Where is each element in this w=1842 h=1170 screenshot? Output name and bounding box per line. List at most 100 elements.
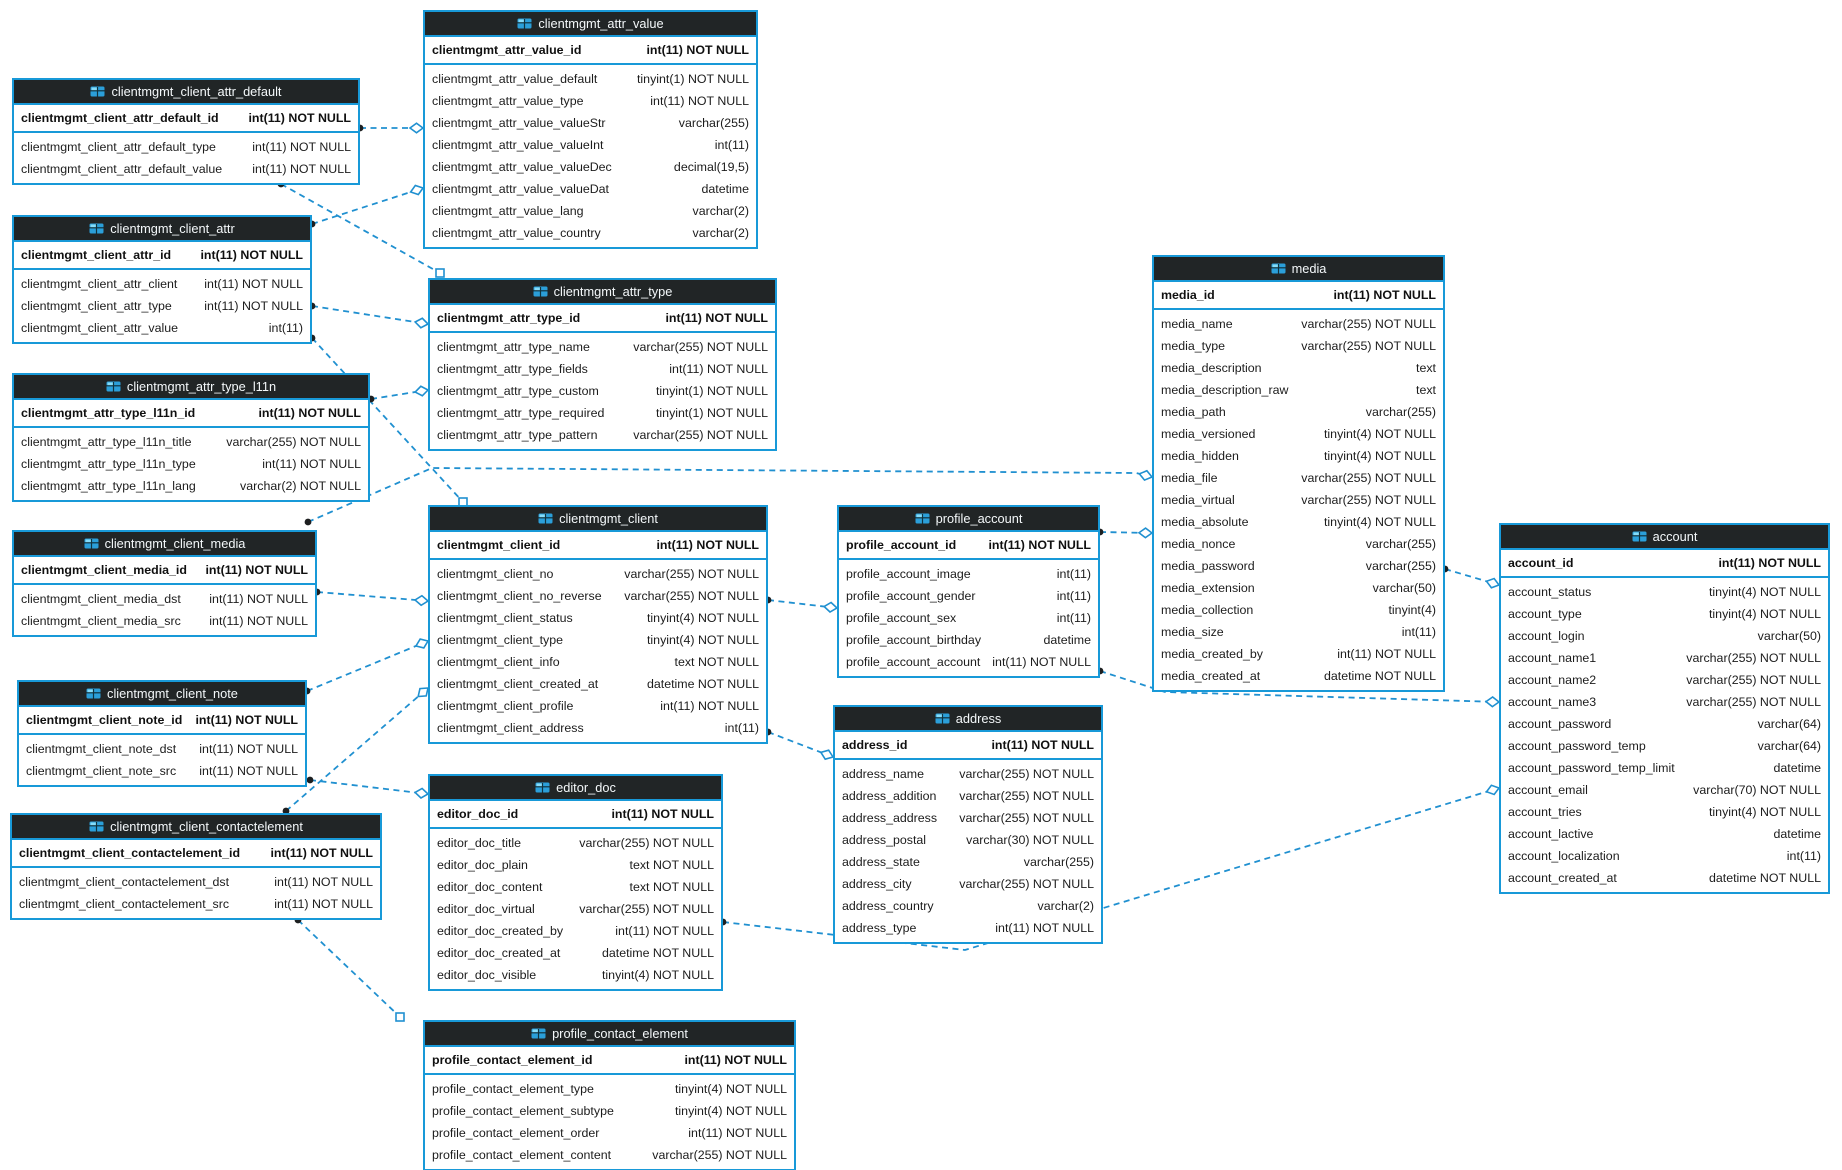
entity-header[interactable]: clientmgmt_client_attr	[14, 217, 310, 242]
relationship-client_attr-attr_type[interactable]	[308, 302, 430, 329]
entity-header[interactable]: clientmgmt_client_contactelement	[12, 815, 380, 840]
entity-table-clientmgmt_client_contactelement[interactable]: clientmgmt_client_contactelement clientm…	[10, 813, 382, 920]
relationship-client_media-client[interactable]	[313, 588, 430, 607]
entity-table-profile_account[interactable]: profile_account profile_account_id int(1…	[837, 505, 1100, 678]
primary-key-row[interactable]: clientmgmt_client_id int(11) NOT NULL	[430, 532, 766, 560]
primary-key-row[interactable]: clientmgmt_client_contactelement_id int(…	[12, 840, 380, 868]
entity-header[interactable]: clientmgmt_client_note	[19, 682, 305, 707]
entity-header[interactable]: profile_account	[839, 507, 1098, 532]
entity-table-clientmgmt_client_attr_default[interactable]: clientmgmt_client_attr_default clientmgm…	[12, 78, 360, 185]
entity-header[interactable]: editor_doc	[430, 776, 721, 801]
primary-key-row[interactable]: clientmgmt_client_attr_default_id int(11…	[14, 105, 358, 133]
entity-table-clientmgmt_attr_type_l11n[interactable]: clientmgmt_attr_type_l11n clientmgmt_att…	[12, 373, 370, 502]
entity-table-clientmgmt_client_attr[interactable]: clientmgmt_client_attr clientmgmt_client…	[12, 215, 312, 344]
primary-key-row[interactable]: editor_doc_id int(11) NOT NULL	[430, 801, 721, 829]
primary-key-row[interactable]: clientmgmt_client_media_id int(11) NOT N…	[14, 557, 315, 585]
relationship-client_media-media[interactable]	[304, 467, 1154, 526]
primary-key-row[interactable]: clientmgmt_client_note_id int(11) NOT NU…	[19, 707, 305, 735]
relationship-media-account[interactable]	[1441, 565, 1501, 590]
entity-header[interactable]: clientmgmt_attr_type	[430, 280, 775, 305]
entity-table-clientmgmt_attr_value[interactable]: clientmgmt_attr_value clientmgmt_attr_va…	[423, 10, 758, 249]
relationship-client_attr-attr_value[interactable]	[308, 183, 425, 228]
entity-table-clientmgmt_client_note[interactable]: clientmgmt_client_note clientmgmt_client…	[17, 680, 307, 787]
primary-key-row[interactable]: clientmgmt_attr_value_id int(11) NOT NUL…	[425, 37, 756, 65]
relationship-client_note-client[interactable]	[303, 637, 430, 695]
relationship-client-profile_account[interactable]	[764, 596, 839, 614]
primary-key-row[interactable]: clientmgmt_client_attr_id int(11) NOT NU…	[14, 242, 310, 270]
relationship-l11n-attr_type[interactable]	[367, 385, 430, 403]
